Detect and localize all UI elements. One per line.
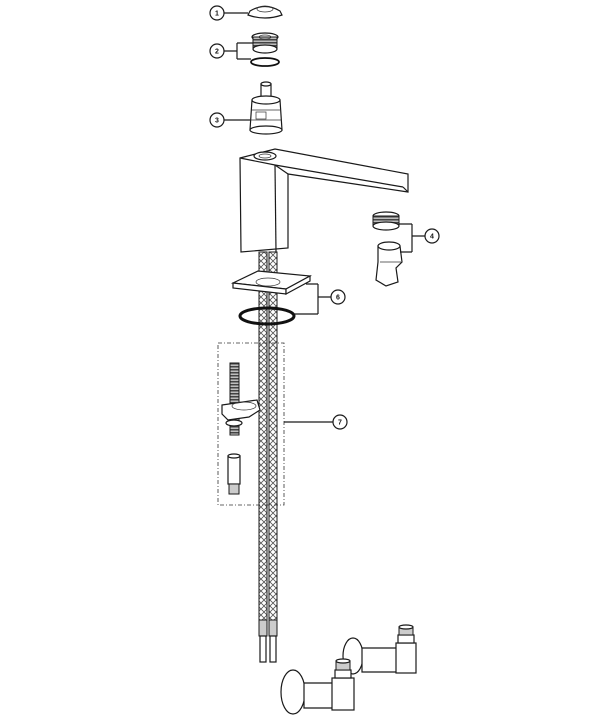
callout-4-label: 4 <box>430 234 434 241</box>
cartridge-part <box>249 81 283 135</box>
fixing-kit-frame <box>217 342 285 506</box>
cap-part <box>247 5 283 19</box>
callout-1: 1 <box>209 5 225 21</box>
callout-2: 2 <box>209 43 225 59</box>
callout-3-label: 3 <box>215 118 219 125</box>
braided-hoses <box>258 251 278 663</box>
angle-valve-right <box>342 624 417 675</box>
oring-part <box>250 57 280 67</box>
faucet-body <box>239 148 409 253</box>
callout-7: 7 <box>332 414 348 430</box>
fixing-kit-part <box>217 342 285 506</box>
callout-7-label: 7 <box>338 420 342 427</box>
callout-6-label: 6 <box>336 295 340 302</box>
base-plate-part <box>230 270 313 296</box>
callout-markers: 1 2 3 4 6 7 <box>209 5 440 430</box>
leader-lines <box>224 12 426 423</box>
base-gasket-part <box>238 306 296 326</box>
callout-2-label: 2 <box>215 49 219 56</box>
callout-3: 3 <box>209 112 225 128</box>
ring-nut-part <box>251 32 279 54</box>
callout-4: 4 <box>424 228 440 244</box>
aerator-part <box>372 211 403 287</box>
callout-6: 6 <box>330 289 346 305</box>
angle-valve-left <box>280 658 355 715</box>
callout-1-label: 1 <box>215 11 219 18</box>
